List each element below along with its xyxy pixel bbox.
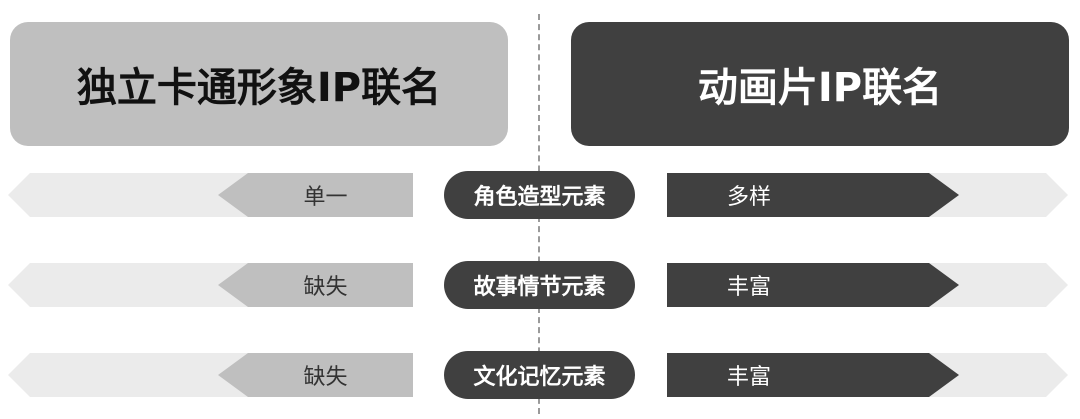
element-pill: 文化记忆元素 [444,351,635,399]
element-pill: 角色造型元素 [444,171,635,219]
header-right-label: 动画片IP联名 [697,65,943,111]
element-pill: 故事情节元素 [444,261,635,309]
header-independent-cartoon-ip: 独立卡通形象IP联名 [10,22,508,146]
left-value-label: 缺失 [303,365,348,390]
element-label: 文化记忆元素 [473,365,606,390]
left-value-label: 单一 [303,185,348,210]
comparison-row-cultural-memory: 缺失 丰富 文化记忆元素 [0,351,1080,399]
right-value-label: 丰富 [727,275,772,300]
element-label: 角色造型元素 [473,185,606,210]
comparison-row-story-plot: 缺失 丰富 故事情节元素 [0,261,1080,309]
left-arrow-value: 缺失 [218,263,413,307]
element-label: 故事情节元素 [473,275,606,300]
header-animation-ip: 动画片IP联名 [571,22,1069,146]
left-arrow-value: 单一 [218,173,413,217]
right-value-label: 丰富 [727,365,772,390]
left-value-label: 缺失 [303,275,348,300]
header-left-label: 独立卡通形象IP联名 [76,65,442,111]
left-arrow-value: 缺失 [218,353,413,397]
comparison-row-character-design: 单一 多样 角色造型元素 [0,171,1080,219]
right-arrow-value: 丰富 [667,263,959,307]
right-value-label: 多样 [727,185,772,210]
right-arrow-value: 多样 [667,173,959,217]
right-arrow-value: 丰富 [667,353,959,397]
